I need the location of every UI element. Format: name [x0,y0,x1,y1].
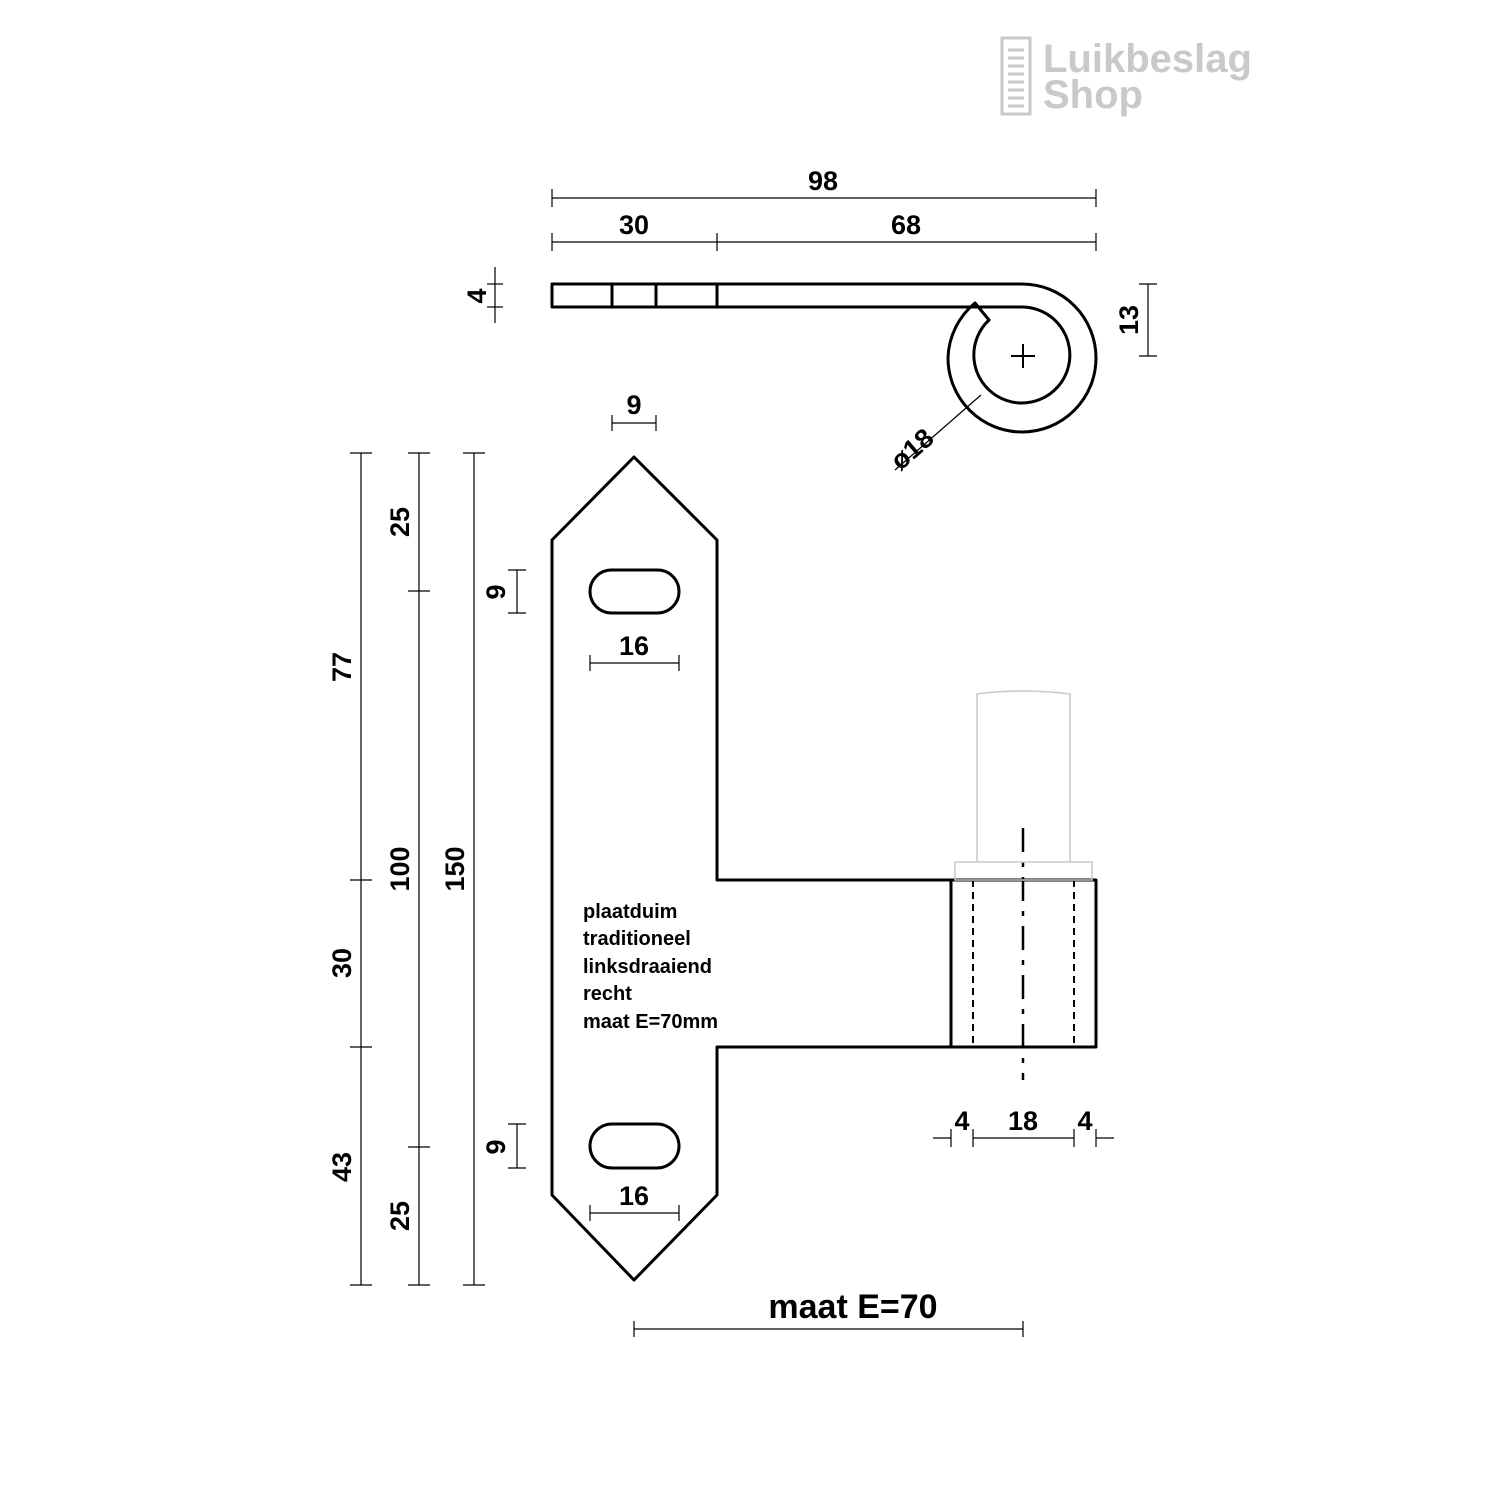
description-line-1: plaatduim [583,901,677,923]
dim-slot-bottom-height: 9 [481,1123,526,1169]
slot-top [588,568,681,615]
dim-slot-top-height: 9 [481,569,526,614]
dim-maat-e: maat E=70 [633,1288,1024,1337]
pin-ghost [976,690,1071,862]
dim-43-label: 43 [327,1152,357,1182]
brand-logo: Luikbeslag Shop [1000,36,1252,117]
dim-chain-middle: 25 100 25 [385,452,430,1286]
slot-bottom [588,1122,681,1170]
dim-knuckle-bore-label: 18 [1008,1106,1038,1136]
dim-thickness: 4 [462,267,503,323]
front-view: plaatduim traditioneel linksdraaiend rec… [550,455,1098,1282]
description-line-5: maat E=70mm [583,1011,718,1033]
logo-line-2: Shop [1043,73,1143,117]
dim-30-68: 30 68 [551,210,1097,251]
description-block: plaatduim traditioneel linksdraaiend rec… [583,901,718,1033]
dim-98: 98 [551,166,1097,207]
dim-slot-bottom-width-label: 16 [619,1181,649,1211]
description-line-4: recht [583,983,632,1005]
dim-150: 150 [440,452,485,1286]
dim-slot-top-width: 16 [589,631,680,671]
dim-77-label: 77 [327,652,357,682]
dim-tip-width-label: 9 [626,390,641,420]
dim-100-label: 100 [385,846,415,891]
dim-knuckle-wall-left-label: 4 [954,1106,969,1136]
plate-outline [550,455,953,1282]
dim-25-top-label: 25 [385,507,415,537]
description-line-2: traditioneel [583,928,691,950]
eye-center-mark [1011,344,1035,368]
dim-thickness-label: 4 [462,288,492,303]
dim-maat-e-label: maat E=70 [768,1288,937,1326]
logo-line-1: Luikbeslag [1043,37,1252,81]
dim-30-label: 30 [619,210,649,240]
dim-tip-width: 9 [611,390,657,431]
dim-68-label: 68 [891,210,921,240]
top-view: ø18 [550,282,1098,476]
dim-13: 13 [1114,283,1157,357]
dim-25-bottom-label: 25 [385,1201,415,1231]
diameter-label: ø18 [885,423,940,476]
dim-chain-outer: 77 30 43 [327,452,372,1286]
dim-slot-bottom-width: 16 [589,1181,680,1221]
logo-grid-icon [1000,36,1032,116]
dim-slot-top-height-label: 9 [481,584,511,599]
dim-150-label: 150 [440,846,470,891]
dim-98-label: 98 [808,166,838,196]
top-strap-outline [550,282,1098,434]
dim-knuckle: 4 18 4 [933,1106,1114,1147]
pin-ghost-collar [954,861,1093,881]
diameter-leader [894,394,982,471]
dim-30-left-label: 30 [327,948,357,978]
dim-slot-bottom-height-label: 9 [481,1139,511,1154]
dim-knuckle-wall-right-label: 4 [1077,1106,1092,1136]
dim-slot-top-width-label: 16 [619,631,649,661]
description-line-3: linksdraaiend [583,956,712,978]
dim-13-label: 13 [1114,305,1144,335]
